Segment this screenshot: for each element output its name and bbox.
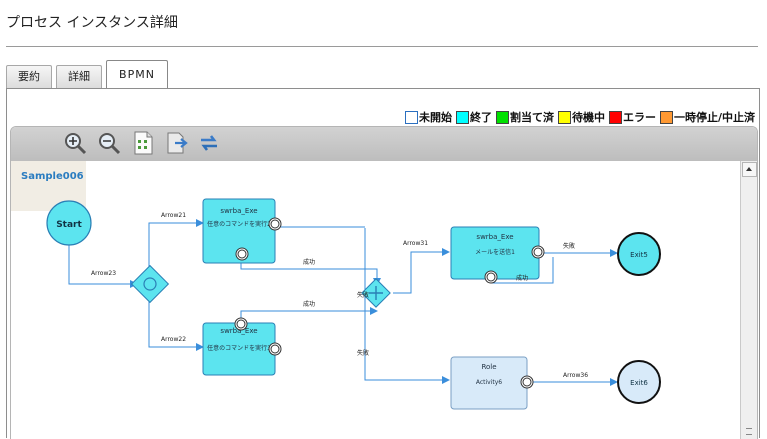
boundary-event-inner [237, 249, 247, 259]
bpmn-diagram: Start swrba_Exe 任意のコマンドを実行2 swrba_Exe [46, 198, 661, 410]
viewer-toolbar [11, 127, 757, 161]
refresh-icon[interactable] [197, 131, 221, 155]
boundary-event-inner [533, 247, 543, 257]
flow-fail-lower [364, 228, 450, 384]
gateway-marker [143, 277, 157, 291]
task-subtitle: メールを送信1 [475, 248, 515, 256]
exclusive-gateway [130, 264, 170, 304]
flow-label: 成功 [303, 258, 315, 266]
flow-arrow21 [148, 219, 204, 271]
tab-details[interactable]: 詳細 [56, 65, 102, 88]
legend-swatch [659, 110, 673, 124]
end-event-label: Exit5 [630, 251, 648, 259]
legend-suspended: 一時停止/中止済 [659, 109, 755, 125]
flow-label: Arrow36 [563, 372, 588, 379]
flow-success-top [240, 260, 381, 286]
legend-not-started: 未開始 [404, 109, 452, 125]
flow-label: Arrow21 [161, 212, 186, 219]
flow-arrow22 [148, 297, 204, 351]
legend-label: エラー [622, 111, 656, 124]
vertical-scrollbar[interactable] [740, 161, 757, 439]
flow-label: 成功 [516, 274, 528, 282]
zoom-in-icon[interactable] [63, 131, 87, 155]
task-title: swrba_Exe [220, 207, 257, 215]
task-title: swrba_Exe [220, 327, 257, 335]
title-divider [6, 46, 758, 47]
flow-label: 失敗 [563, 242, 575, 250]
status-legend: 未開始 終了 割当て済 待機中 エラー 一時停止/中止済 [401, 109, 755, 125]
parallel-gateway-plus [369, 286, 383, 300]
legend-swatch [495, 110, 509, 124]
legend-swatch [455, 110, 469, 124]
legend-swatch [608, 110, 622, 124]
task-subtitle: 任意のコマンドを実行2 [207, 220, 271, 228]
legend-label: 待機中 [571, 111, 605, 124]
bpmn-panel: 未開始 終了 割当て済 待機中 エラー 一時停止/中止済 [6, 88, 760, 439]
flow-label: 失敗 [357, 349, 369, 357]
legend-swatch [404, 110, 418, 124]
bpmn-viewer: Sample006 [10, 126, 758, 439]
task-subtitle: 任意のコマンドを実行3 [207, 344, 271, 352]
boundary-event-inner [522, 377, 532, 387]
scroll-up-arrow[interactable] [742, 162, 757, 177]
flow-label: 成功 [303, 300, 315, 308]
page-title: プロセス インスタンス詳細 [6, 15, 178, 31]
legend-label: 終了 [469, 111, 492, 124]
start-event-label: Start [56, 220, 82, 230]
scroll-grip[interactable] [746, 428, 752, 435]
document-icon[interactable] [131, 131, 155, 155]
flow-fail-exit [537, 249, 618, 257]
end-event-label: Exit6 [630, 379, 648, 387]
legend-waiting: 待機中 [557, 109, 605, 125]
start-event [46, 200, 92, 246]
legend-finished: 終了 [455, 109, 492, 125]
export-icon[interactable] [165, 131, 189, 155]
task-subtitle: Activity6 [476, 379, 502, 386]
flow-label: Arrow23 [91, 270, 116, 277]
flow-label: Arrow22 [161, 336, 186, 343]
end-event [617, 232, 661, 276]
flow-arrow31 [393, 248, 450, 294]
legend-label: 未開始 [418, 111, 452, 124]
tab-summary[interactable]: 要約 [6, 65, 52, 88]
legend-assigned: 割当て済 [495, 109, 554, 125]
legend-swatch [557, 110, 571, 124]
boundary-event-inner [236, 319, 246, 329]
end-event [617, 360, 661, 404]
task-box [202, 198, 276, 264]
legend-error: エラー [608, 109, 656, 125]
boundary-event-inner [270, 344, 280, 354]
boundary-event-inner [270, 219, 280, 229]
flow-label: Arrow31 [403, 240, 428, 247]
tab-bpmn[interactable]: BPMN [106, 60, 168, 90]
bpmn-canvas[interactable]: Sample006 [11, 161, 741, 439]
task-title: Role [481, 363, 496, 371]
flow-label: 失敗 [357, 291, 369, 299]
boundary-event-inner [486, 272, 496, 282]
legend-label: 割当て済 [509, 111, 554, 124]
zoom-out-icon[interactable] [97, 131, 121, 155]
task-title: swrba_Exe [476, 233, 513, 241]
flow-arrow23 [68, 245, 138, 288]
legend-label: 一時停止/中止済 [673, 111, 755, 124]
